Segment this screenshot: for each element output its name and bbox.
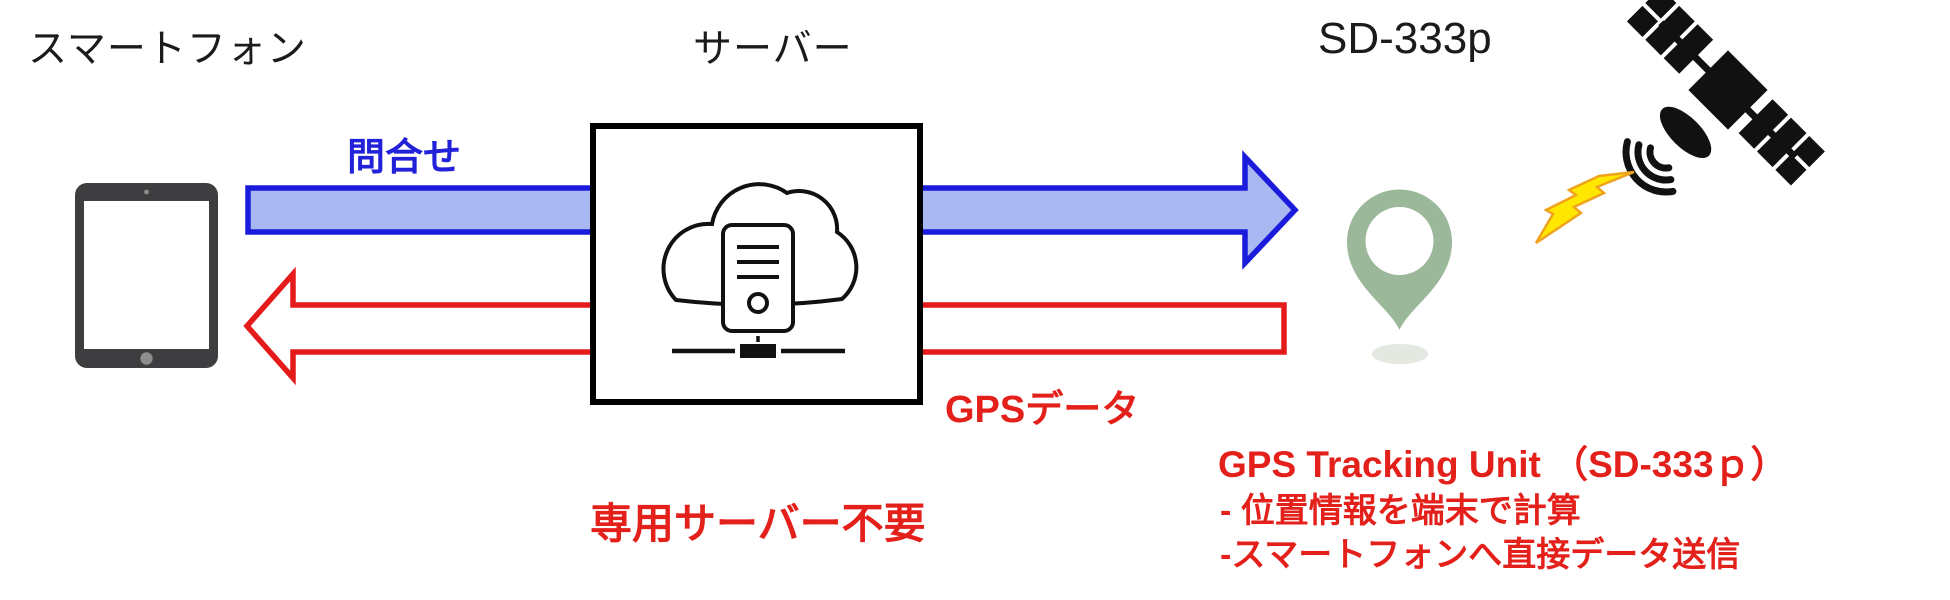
location-pin-icon: [1347, 189, 1452, 364]
gps-data-arrow-label: GPSデータ: [945, 389, 1140, 431]
tablet-icon: [75, 183, 218, 368]
pin-shadow: [1372, 344, 1428, 364]
lightning-bolt-icon: [1534, 170, 1635, 245]
satellite-body: [1688, 50, 1768, 130]
server-label: サーバー: [693, 28, 853, 71]
satellite-dish: [1659, 106, 1712, 159]
tablet-camera-dot: [144, 189, 149, 195]
no-dedicated-server-note: 専用サーバー不要: [590, 500, 926, 547]
inquiry-arrow-label: 問合せ: [347, 137, 462, 179]
smartphone-label: スマートフォン: [28, 28, 307, 71]
satellite-icon: [1622, 0, 1825, 196]
cloud-server-icon: [661, 182, 859, 358]
device-label: SD-333p: [1318, 14, 1492, 63]
pin-hole: [1365, 207, 1434, 275]
satellite-body-group: [1626, 0, 1825, 186]
tablet-screen: [84, 201, 209, 349]
unit-title: GPS Tracking Unit （SD-333ｐ）: [1218, 444, 1788, 485]
unit-feature-2: -スマートフォンへ直接データ送信: [1220, 536, 1741, 574]
tablet-home-button: [140, 352, 153, 365]
tower-power-button: [747, 292, 769, 314]
network-hub: [740, 344, 776, 358]
signal-arcs: [1622, 138, 1677, 196]
unit-feature-1: - 位置情報を端末で計算: [1220, 492, 1581, 530]
